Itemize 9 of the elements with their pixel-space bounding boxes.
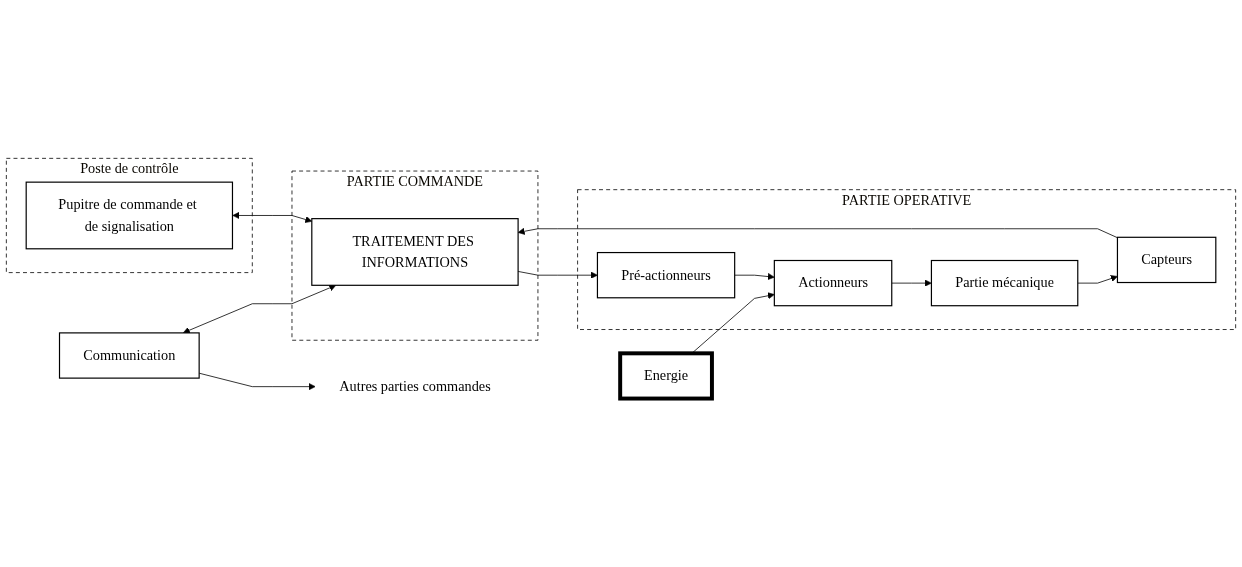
node-box: Communication: [58, 332, 200, 379]
node-box: Energie: [618, 351, 714, 401]
node-box: TRAITEMENT DES INFORMATIONS: [311, 217, 519, 286]
node-box: Partie mécanique: [930, 259, 1079, 306]
node-text: Autres parties commandes: [339, 378, 491, 394]
node-box: Actionneurs: [773, 259, 893, 306]
node-box: Pupitre de commande et de signalisation: [25, 181, 234, 250]
node-box: Capteurs: [1116, 236, 1217, 283]
node-box: Pré-actionneurs: [596, 251, 736, 299]
